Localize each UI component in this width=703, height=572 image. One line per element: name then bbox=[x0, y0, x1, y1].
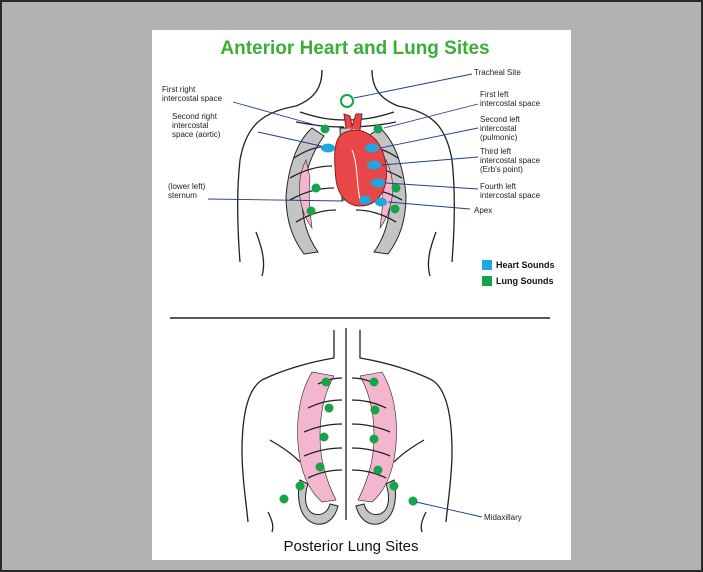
apex-label: Apex bbox=[474, 206, 492, 215]
aortic-site bbox=[321, 144, 335, 153]
apex-site bbox=[375, 198, 387, 207]
second-right-label: Second right intercostal space (aortic) bbox=[172, 112, 221, 139]
anterior-section: Anterior Heart and Lung Sites bbox=[162, 38, 555, 286]
heart-sounds-legend-label: Heart Sounds bbox=[496, 260, 555, 270]
second-left-label: Second left intercostal (pulmonic) bbox=[480, 115, 522, 142]
anterior-title: Anterior Heart and Lung Sites bbox=[220, 38, 489, 59]
lung-site bbox=[322, 378, 331, 387]
fourth-left-label: Fourth left intercostal space bbox=[480, 182, 541, 200]
lung-site bbox=[370, 435, 379, 444]
lung-sounds-legend-label: Lung Sounds bbox=[496, 276, 554, 286]
lung-site bbox=[307, 207, 316, 216]
lung-site bbox=[371, 406, 380, 415]
third-left-label: Third left intercostal space (Erb's poin… bbox=[480, 147, 542, 174]
lung-site bbox=[374, 466, 383, 475]
first-left-label: First left intercostal space bbox=[480, 90, 541, 108]
lung-site bbox=[370, 378, 379, 387]
midaxillary-leader bbox=[416, 502, 482, 517]
lung-site bbox=[312, 184, 321, 193]
lung-site bbox=[390, 482, 399, 491]
posterior-torso-outline bbox=[242, 328, 452, 532]
posterior-section: Midaxillary Posterior Lung Sites bbox=[242, 328, 522, 555]
lung-site bbox=[374, 125, 383, 134]
lung-site bbox=[316, 463, 325, 472]
lung-site bbox=[296, 482, 305, 491]
lower-left-sternum-label: (lower left) sternum bbox=[168, 182, 208, 200]
lung-sounds-swatch bbox=[482, 276, 492, 286]
lung-site bbox=[321, 125, 330, 134]
lung-site bbox=[320, 433, 329, 442]
lung-site bbox=[391, 205, 400, 214]
heart-sounds-swatch bbox=[482, 260, 492, 270]
posterior-rib-cage bbox=[270, 372, 424, 524]
lung-site bbox=[409, 497, 418, 506]
tracheal-site-marker bbox=[341, 95, 353, 107]
midaxillary-label: Midaxillary bbox=[484, 513, 522, 522]
pulmonic-site bbox=[365, 144, 379, 153]
tricuspid-site bbox=[359, 196, 371, 205]
legend: Heart Sounds Lung Sounds bbox=[482, 260, 555, 286]
fourth-left-site bbox=[371, 179, 385, 188]
lung-site bbox=[280, 495, 289, 504]
lung-site bbox=[325, 404, 334, 413]
lung-site bbox=[392, 184, 401, 193]
tracheal-site-label: Tracheal Site bbox=[474, 68, 521, 77]
erbs-point-site bbox=[367, 161, 381, 170]
first-right-label: First right intercostal space bbox=[162, 85, 223, 103]
posterior-title: Posterior Lung Sites bbox=[283, 538, 418, 555]
